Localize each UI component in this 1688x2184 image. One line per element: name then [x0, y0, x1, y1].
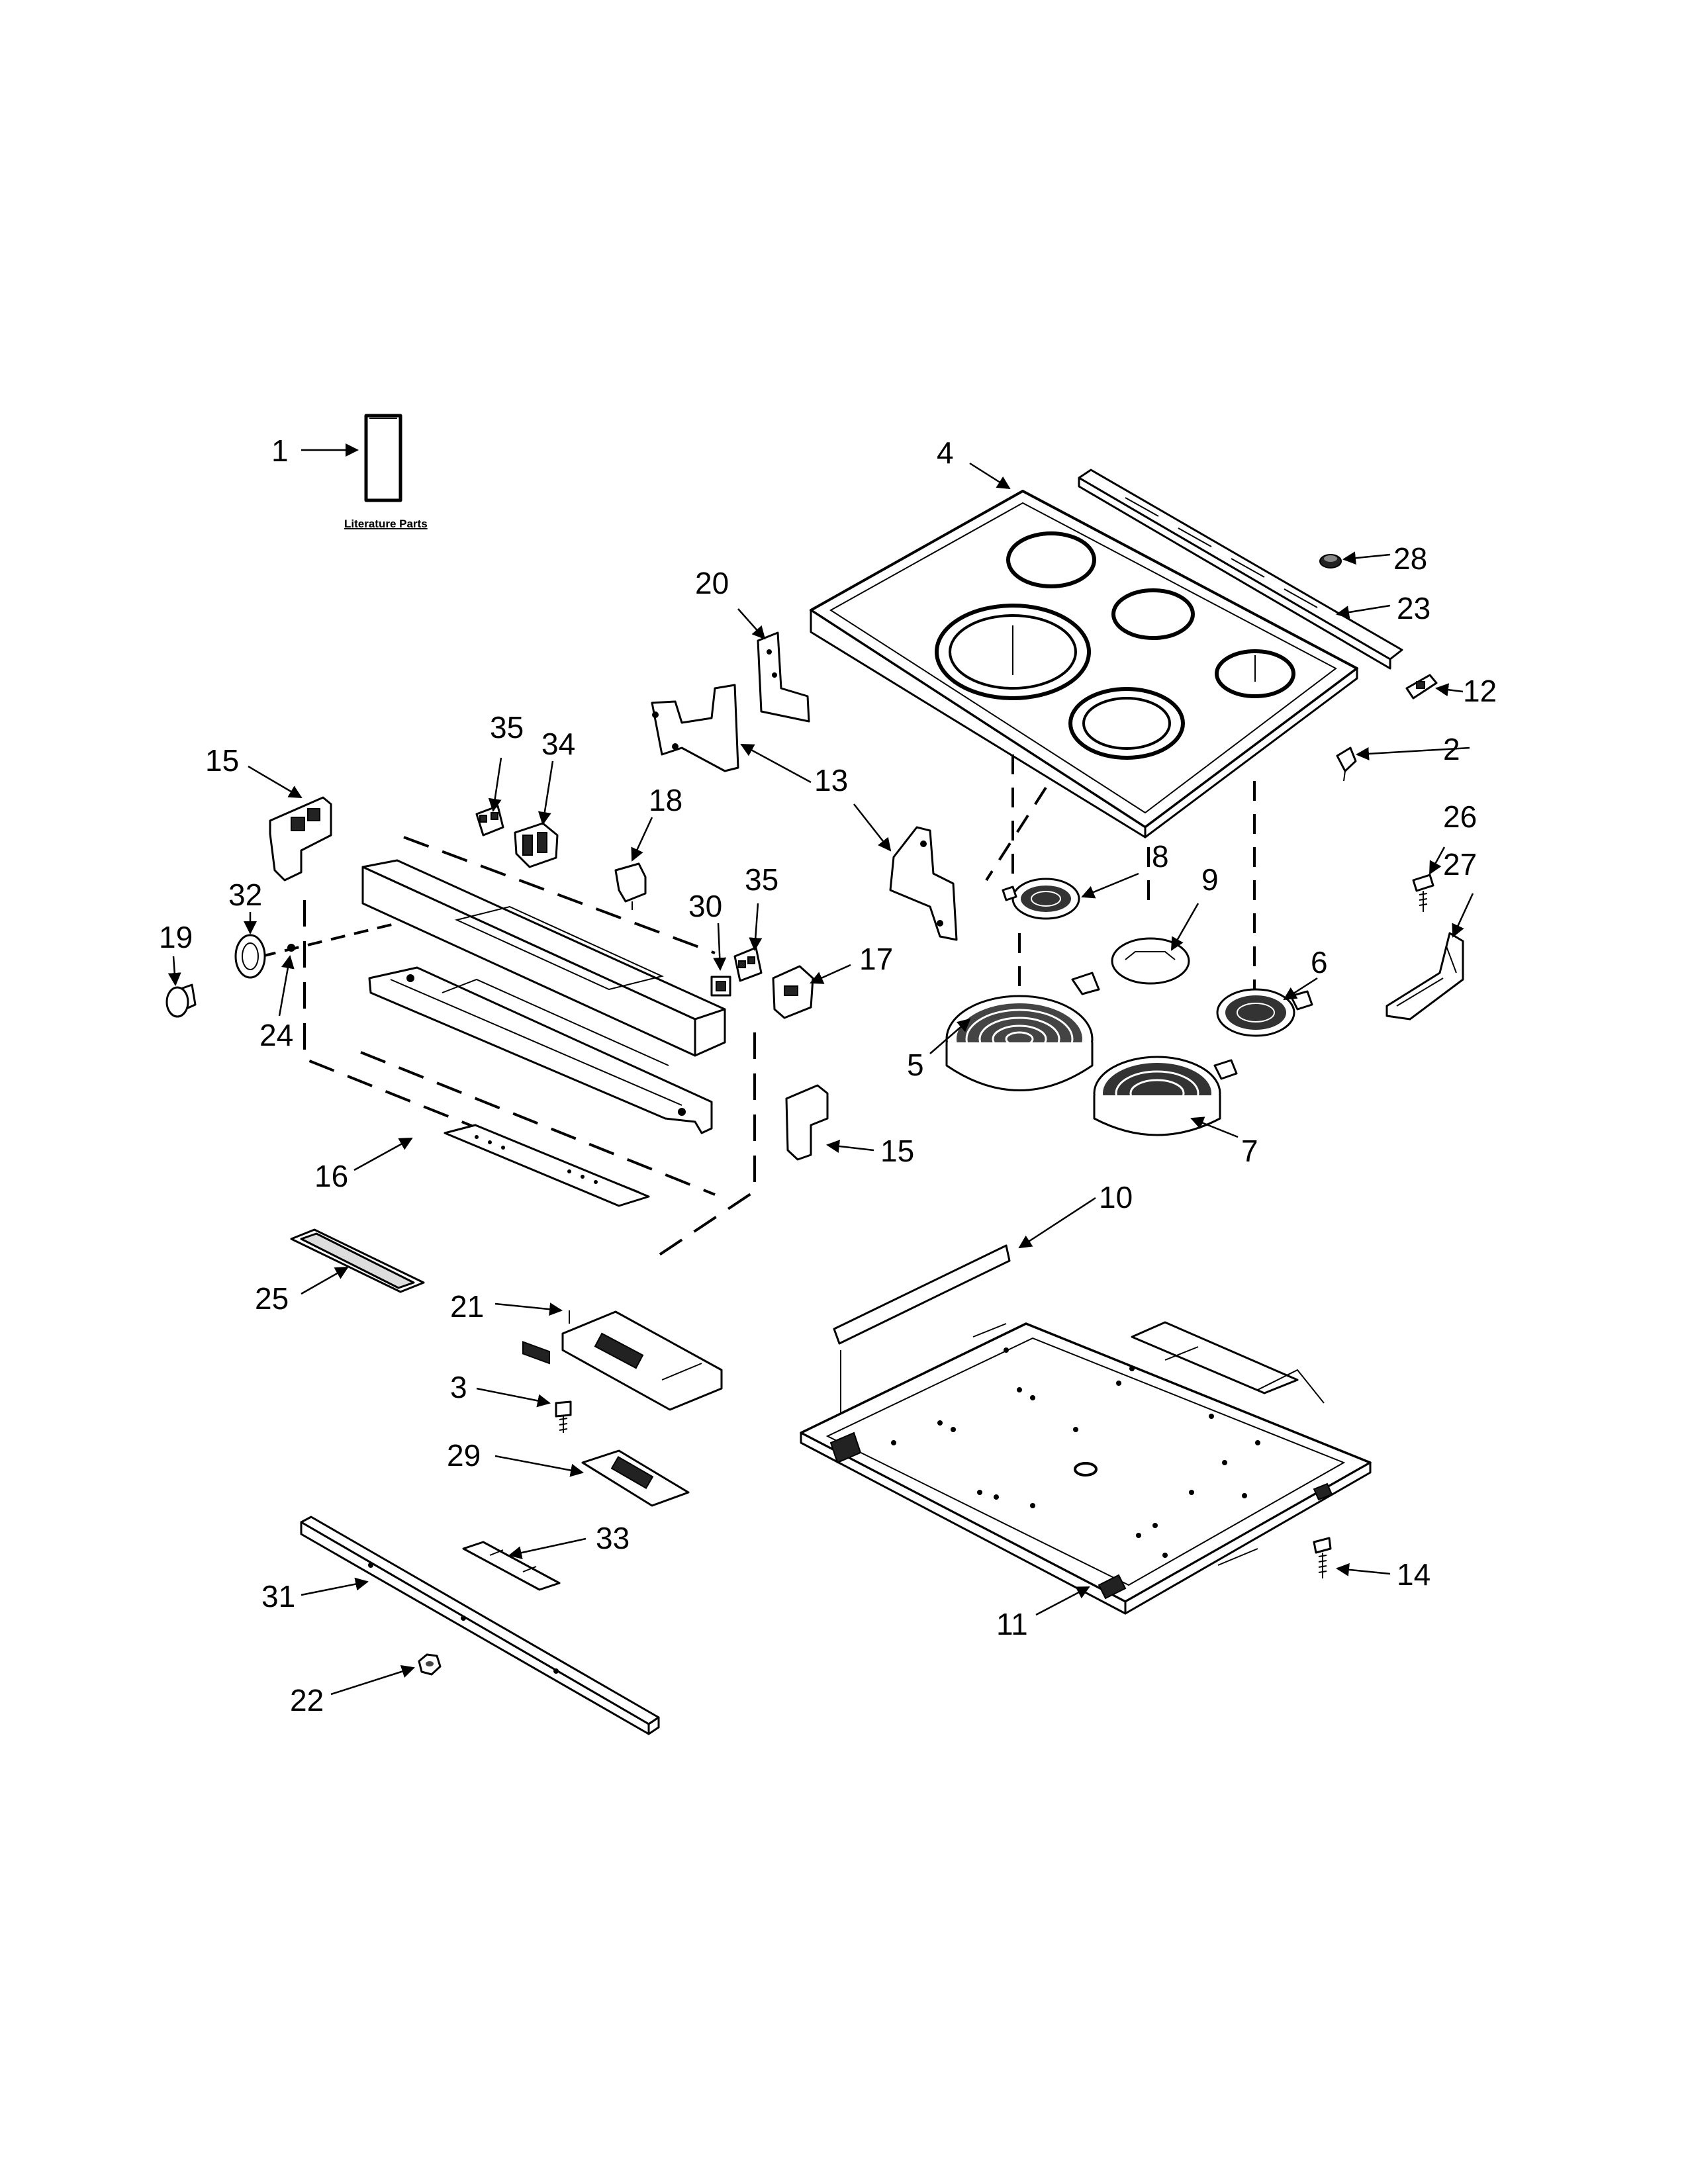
- callout-21: 21: [450, 1289, 484, 1324]
- part-gasket-25: [290, 1228, 425, 1293]
- part-keypad: [444, 1124, 650, 1365]
- part-radiant-element-6: [1216, 988, 1313, 1037]
- callout-4: 4: [937, 435, 954, 470]
- part-switch-34: [514, 822, 559, 868]
- part-knob: [165, 983, 197, 1018]
- callout-18: 18: [649, 783, 682, 817]
- callout-27: 27: [1443, 847, 1477, 882]
- part-bracket-15-right: [785, 1084, 829, 1161]
- callout-16: 16: [314, 1159, 348, 1193]
- part-screw-14: [1313, 1537, 1332, 1578]
- callout-3: 3: [450, 1370, 467, 1404]
- part-control-frame: [368, 966, 713, 1134]
- burner-ring-rear-right: [1111, 588, 1195, 640]
- part-bracket-13-upper: [651, 684, 739, 772]
- part-small-bracket: [1336, 747, 1357, 782]
- part-bracket-33: [462, 1541, 561, 1591]
- part-clip: [1405, 674, 1438, 700]
- callout-7: 7: [1241, 1134, 1258, 1168]
- part-radiant-element-7: [1093, 1056, 1238, 1136]
- callout-26: 26: [1443, 799, 1477, 834]
- part-terminal-block: [772, 965, 814, 1019]
- part-bracket-27: [1385, 932, 1464, 1021]
- callout-35-upper: 35: [490, 710, 524, 745]
- part-radiant-element-5: [945, 972, 1100, 1091]
- callout-32: 32: [228, 878, 262, 912]
- part-limiter-9: [1111, 937, 1190, 985]
- callout-25: 25: [255, 1281, 289, 1316]
- callout-15-lower: 15: [880, 1134, 914, 1168]
- part-bracket-13-lower: [889, 826, 958, 941]
- part-base-pan-11: [800, 1321, 1372, 1615]
- part-bracket-20: [757, 631, 810, 723]
- part-control-housing: [361, 859, 726, 1057]
- part-rail-31: [300, 1516, 660, 1735]
- callout-31: 31: [261, 1579, 295, 1614]
- callout-15-upper: 15: [205, 743, 239, 778]
- callout-24: 24: [259, 1018, 293, 1052]
- part-bracket-15-left: [269, 796, 332, 882]
- callout-11: 11: [996, 1607, 1028, 1641]
- callout-20: 20: [695, 566, 729, 600]
- burner-ring-rear-left: [1006, 531, 1096, 588]
- callout-6: 6: [1311, 945, 1328, 979]
- callout-numbers: 1 2 3 4 5 6 7 8 9 10 11 12 13 14 15 15 1…: [159, 433, 1497, 1717]
- callout-9: 9: [1201, 862, 1219, 897]
- part-screw-3: [555, 1400, 572, 1433]
- part-radiant-element-8: [1002, 878, 1080, 920]
- burner-ring-front: [1068, 687, 1185, 760]
- part-switch-35-lower: [733, 946, 763, 982]
- callout-2: 2: [1443, 732, 1460, 766]
- callout-8: 8: [1152, 839, 1169, 874]
- part-board-29: [581, 1449, 690, 1507]
- callout-33: 33: [596, 1521, 630, 1555]
- callout-28: 28: [1393, 541, 1427, 576]
- part-literature: Literature Parts: [344, 414, 428, 530]
- part-control-board-21: [561, 1310, 723, 1411]
- callout-5: 5: [907, 1048, 924, 1082]
- callout-17: 17: [859, 942, 893, 976]
- part-knob-bezel: [234, 934, 266, 979]
- callout-30: 30: [688, 889, 722, 923]
- callout-19: 19: [159, 920, 193, 954]
- literature-parts-label: Literature Parts: [344, 518, 428, 530]
- callout-22: 22: [290, 1683, 324, 1717]
- callout-1: 1: [271, 433, 289, 468]
- part-relay: [614, 862, 647, 910]
- callout-23: 23: [1397, 591, 1430, 625]
- part-rear-trim: [1078, 469, 1403, 670]
- part-nut-22: [418, 1653, 442, 1676]
- part-switch-35-upper: [475, 805, 504, 837]
- callout-29: 29: [447, 1438, 481, 1473]
- callout-leaders: [167, 443, 1474, 1696]
- control-panel-dashed-box: [303, 836, 756, 1259]
- callout-35-lower: 35: [745, 862, 778, 897]
- callout-10: 10: [1099, 1180, 1133, 1214]
- part-small-switch: [710, 976, 731, 997]
- callout-34: 34: [541, 727, 575, 761]
- callout-14: 14: [1397, 1557, 1430, 1592]
- part-spring: [287, 944, 295, 952]
- part-screw-26: [1412, 874, 1434, 912]
- part-cooktop-glass: [810, 490, 1358, 839]
- callout-12: 12: [1463, 674, 1497, 708]
- callout-13: 13: [814, 763, 848, 797]
- part-grommet: [1319, 554, 1342, 569]
